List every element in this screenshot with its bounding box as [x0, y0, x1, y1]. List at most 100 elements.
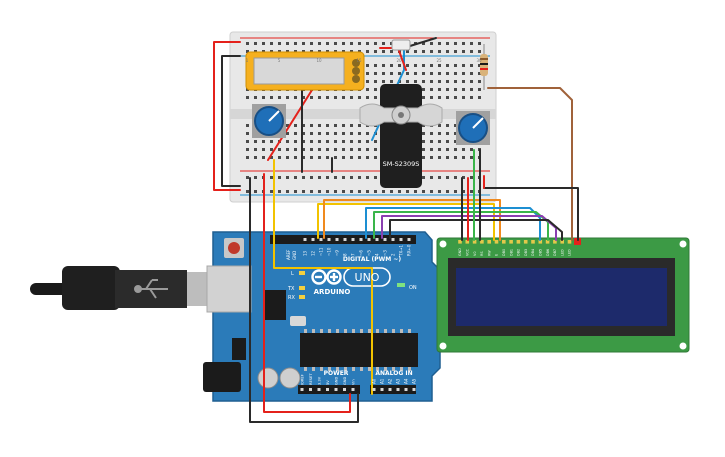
chip-pin [368, 367, 371, 371]
lcd-pin[interactable] [458, 240, 462, 244]
digital-pin[interactable] [367, 238, 371, 241]
lcd-pin[interactable] [538, 240, 543, 244]
breadboard-hole [246, 50, 249, 53]
breadboard-hole [302, 42, 305, 45]
breadboard-hole [334, 176, 337, 179]
digital-pin[interactable] [391, 238, 395, 241]
lcd-pin[interactable] [560, 240, 564, 244]
analog-pin[interactable] [388, 388, 392, 391]
analog-pin[interactable] [412, 388, 416, 391]
breadboard-hole [454, 42, 457, 45]
digital-pin[interactable] [375, 238, 379, 241]
breadboard-hole [454, 132, 457, 135]
power-pin[interactable] [326, 388, 329, 391]
potentiometer-left[interactable] [252, 104, 286, 138]
breadboard-hole [310, 148, 313, 151]
digital-pin[interactable] [311, 238, 315, 241]
breadboard-hole [374, 80, 377, 83]
power-pin[interactable] [351, 388, 355, 391]
lcd-pin[interactable] [480, 240, 484, 244]
breadboard-hole [334, 124, 337, 127]
lcd-pin[interactable] [502, 240, 506, 244]
breadboard-hole [326, 124, 329, 127]
lcd-pin[interactable] [545, 240, 550, 244]
analog-pin[interactable] [372, 388, 376, 391]
wire-black [221, 55, 241, 187]
breadboard-column-number: 5 [278, 58, 281, 63]
digital-pin[interactable] [407, 238, 411, 241]
power-pin[interactable] [309, 388, 312, 391]
chip-pin [368, 329, 371, 333]
arduino-logo-icon [311, 269, 342, 285]
breadboard-hole [470, 176, 473, 179]
analog-pin[interactable] [404, 388, 408, 391]
breadboard-hole [270, 96, 273, 99]
lcd-pin[interactable] [509, 240, 513, 244]
power-pin[interactable] [317, 388, 321, 391]
digital-pin[interactable] [319, 238, 323, 241]
lcd-pin-label: GND [458, 248, 462, 256]
analog-pin-label: A5 [412, 378, 417, 384]
breadboard-hole [326, 96, 329, 99]
chip-pin [336, 367, 339, 371]
analog-pin[interactable] [380, 388, 384, 391]
digital-pin[interactable] [335, 238, 339, 241]
lcd-pin-label: RW [487, 250, 491, 256]
lcd-pin[interactable] [516, 240, 521, 244]
led-rx [299, 295, 305, 299]
digital-pin[interactable] [303, 238, 307, 241]
breadboard-hole [326, 176, 329, 179]
breadboard-hole [454, 50, 457, 53]
digital-pin[interactable] [383, 238, 387, 241]
potentiometer-right[interactable] [456, 111, 490, 145]
breadboard-hole [470, 156, 473, 159]
breadboard-hole [254, 96, 257, 99]
digital-pin[interactable] [351, 238, 355, 241]
breadboard-hole [430, 148, 433, 151]
breadboard-hole [438, 176, 441, 179]
digital-pin-label: 13 [303, 250, 308, 256]
breadboard-hole [310, 96, 313, 99]
breadboard-hole [366, 176, 369, 179]
breadboard-hole [334, 190, 337, 193]
breadboard-hole [430, 64, 433, 67]
breadboard-hole [350, 124, 353, 127]
breadboard-hole [454, 88, 457, 91]
digital-pin[interactable] [399, 238, 403, 241]
chip-pin [408, 329, 411, 333]
lcd-pin[interactable] [531, 240, 535, 244]
lcd-pin[interactable] [567, 240, 572, 244]
lcd-pin[interactable] [472, 240, 477, 244]
breadboard-hole [438, 80, 441, 83]
breadboard-hole [422, 124, 425, 127]
lcd-pin[interactable] [487, 240, 491, 244]
breadboard-hole [446, 72, 449, 75]
breadboard-hole [286, 190, 289, 193]
breadboard-hole [374, 140, 377, 143]
breadboard-hole [422, 176, 425, 179]
breadboard-hole [422, 148, 425, 151]
lcd-pin[interactable] [523, 240, 528, 244]
lcd-pin[interactable] [465, 240, 470, 244]
lcd-pin[interactable] [553, 240, 557, 244]
slide-potentiometer[interactable] [245, 51, 365, 91]
breadboard-hole [246, 176, 249, 179]
analog-pin-label: A3 [396, 378, 401, 384]
breadboard-hole [446, 190, 449, 193]
power-pin[interactable] [343, 388, 346, 391]
servo-model-label: SM-S2309S [383, 160, 420, 168]
lcd-pin[interactable] [494, 240, 499, 244]
breadboard-hole [286, 96, 289, 99]
capacitor [257, 367, 279, 389]
analog-pin[interactable] [396, 388, 400, 391]
breadboard-hole [374, 96, 377, 99]
digital-pin[interactable] [327, 238, 331, 241]
breadboard-hole [462, 80, 465, 83]
breadboard-hole [350, 176, 353, 179]
chip-pin [328, 367, 331, 371]
breadboard-hole [422, 80, 425, 83]
power-pin[interactable] [334, 388, 338, 391]
power-pin[interactable] [300, 388, 304, 391]
digital-pin[interactable] [359, 238, 363, 241]
digital-pin[interactable] [343, 238, 347, 241]
